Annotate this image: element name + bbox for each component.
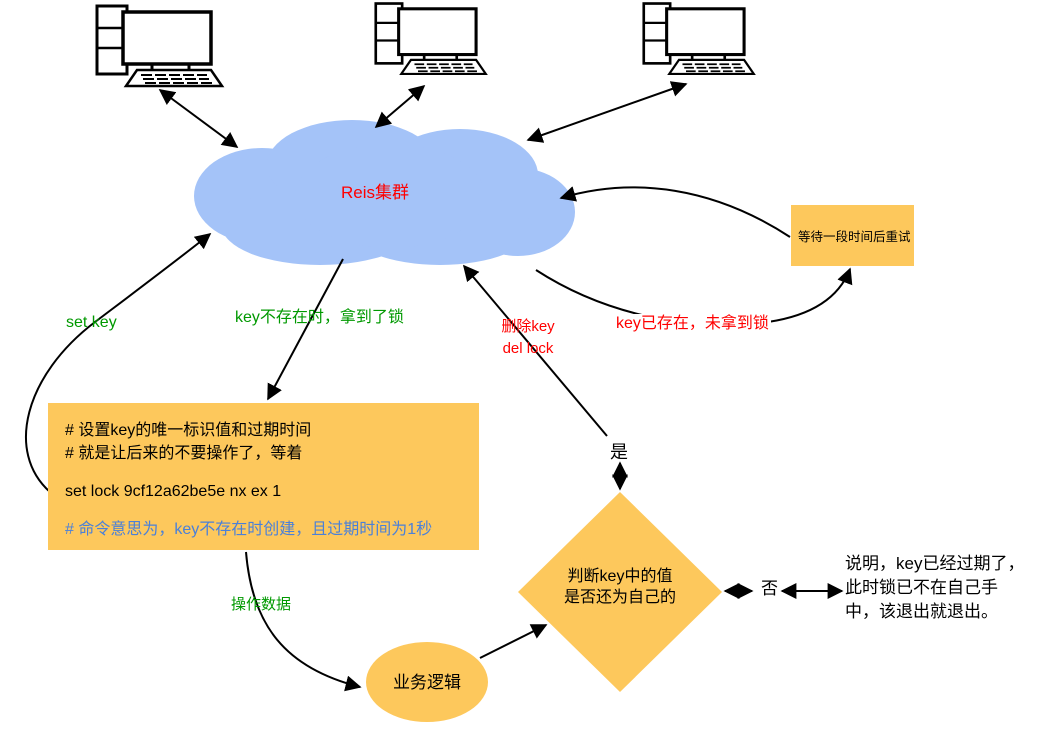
- edge-label-got-lock: key不存在时，拿到了锁: [235, 309, 404, 326]
- decision-diamond: [518, 492, 722, 692]
- cloud-label: Reis集群: [341, 183, 410, 202]
- computer-icon-2: [374, 1, 488, 76]
- edge-retry-cloud: [559, 186, 791, 238]
- edge-label-delete-key: 删除key del lock: [501, 318, 555, 357]
- edge-computer1-cloud: [158, 89, 239, 148]
- edge-computer2-cloud: [374, 84, 426, 129]
- redis-cluster-cloud: [194, 120, 575, 265]
- diamond-label: 判断key中的值 是否还为自己的: [563, 568, 676, 606]
- edge-label-key-exists: key已存在，未拿到锁: [614, 314, 771, 334]
- edge-set-key: [25, 233, 212, 493]
- code-box: # 设置key的唯一标识值和过期时间 # 就是让后来的不要操作了，等着 set …: [48, 403, 479, 550]
- business-logic-label: 业务逻辑: [393, 673, 461, 692]
- code-line-1: # 设置key的唯一标识值和过期时间: [65, 422, 312, 439]
- code-line-4: # 命令意思为，key不存在时创建，且过期时间为1秒: [65, 521, 433, 538]
- computer-icon-1: [95, 4, 224, 88]
- edge-operate-data: [245, 551, 362, 692]
- edge-label-yes: 是: [610, 442, 628, 462]
- edge-got-lock: [267, 258, 344, 401]
- edge-label-set-key: set key: [66, 314, 117, 331]
- edge-label-operate-data: 操作数据: [231, 596, 292, 613]
- edge-label-no: 否: [761, 579, 778, 598]
- business-logic-ellipse: [366, 642, 488, 722]
- edge-computer3-cloud: [526, 81, 688, 143]
- connectors: [25, 81, 853, 692]
- code-line-3: set lock 9cf12a62be5e nx ex 1: [65, 483, 282, 500]
- edge-delete-key: [462, 264, 608, 437]
- edge-logic-diamond: [479, 624, 548, 659]
- retry-box: 等待一段时间后重试: [791, 205, 914, 266]
- note-text: 说明，key已经过期了， 此时锁已不在自己手 中，该退出就退出。: [845, 554, 1025, 621]
- retry-box-label: 等待一段时间后重试: [798, 230, 911, 244]
- code-line-2: # 就是让后来的不要操作了，等着: [65, 445, 303, 462]
- computer-icon-3: [642, 1, 756, 76]
